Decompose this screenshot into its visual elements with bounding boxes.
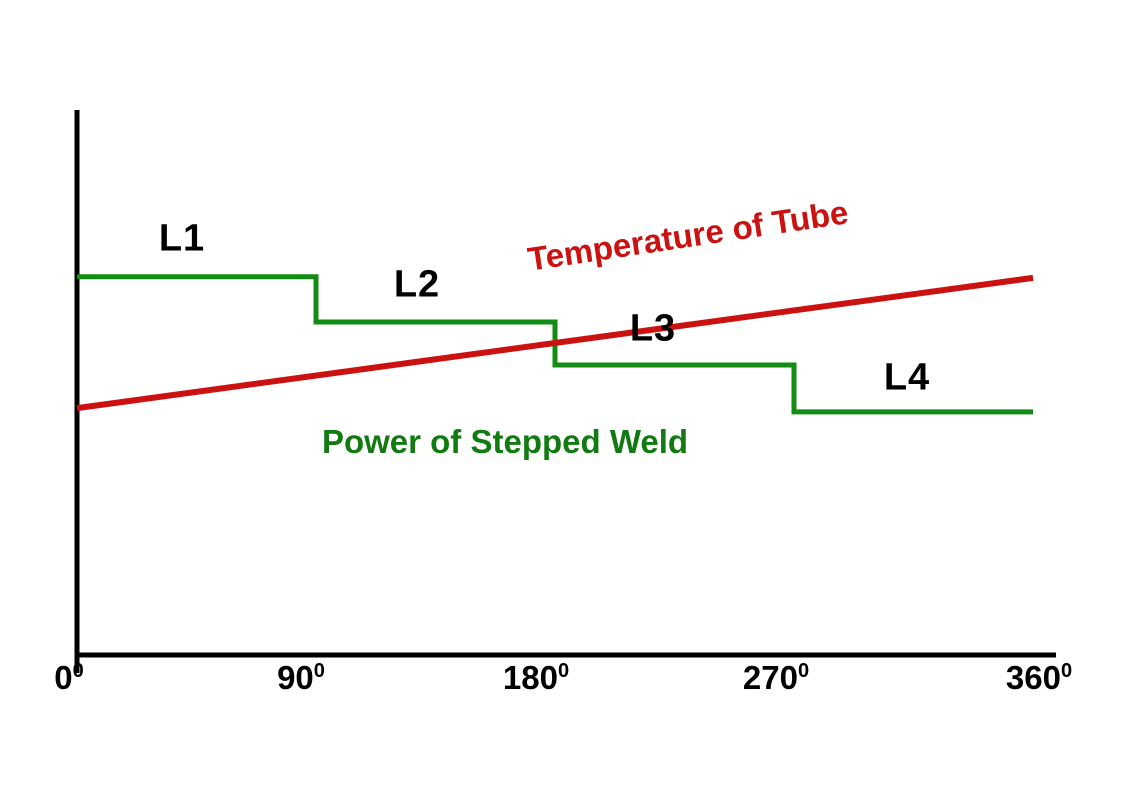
x-tick-180-value: 180: [502, 659, 558, 696]
x-tick-180-degree-superscript: 0: [557, 660, 570, 682]
x-tick-label-180: 1800: [503, 659, 569, 697]
x-tick-90-degree-superscript: 0: [313, 660, 325, 682]
x-tick-0-value: 0: [54, 659, 73, 696]
x-tick-0-degree-superscript: 0: [72, 660, 84, 682]
x-tick-label-270: 2700: [743, 659, 809, 697]
x-tick-label-0: 00: [54, 659, 83, 697]
x-tick-label-90: 900: [277, 659, 325, 697]
segment-label-l3: L3: [629, 307, 677, 350]
segment-label-l1: L1: [158, 217, 206, 260]
power-series-label: Power of Stepped Weld: [321, 423, 689, 460]
x-tick-360-degree-superscript: 0: [1060, 660, 1073, 682]
x-tick-label-360: 3600: [1006, 659, 1072, 697]
x-tick-90-value: 90: [277, 659, 314, 696]
x-tick-360-value: 360: [1005, 659, 1061, 696]
segment-label-l2: L2: [393, 263, 441, 306]
segment-label-l4: L4: [883, 356, 931, 399]
x-tick-270-value: 270: [742, 659, 798, 696]
temperature-line: [76, 274, 1034, 412]
x-tick-270-degree-superscript: 0: [797, 660, 810, 682]
